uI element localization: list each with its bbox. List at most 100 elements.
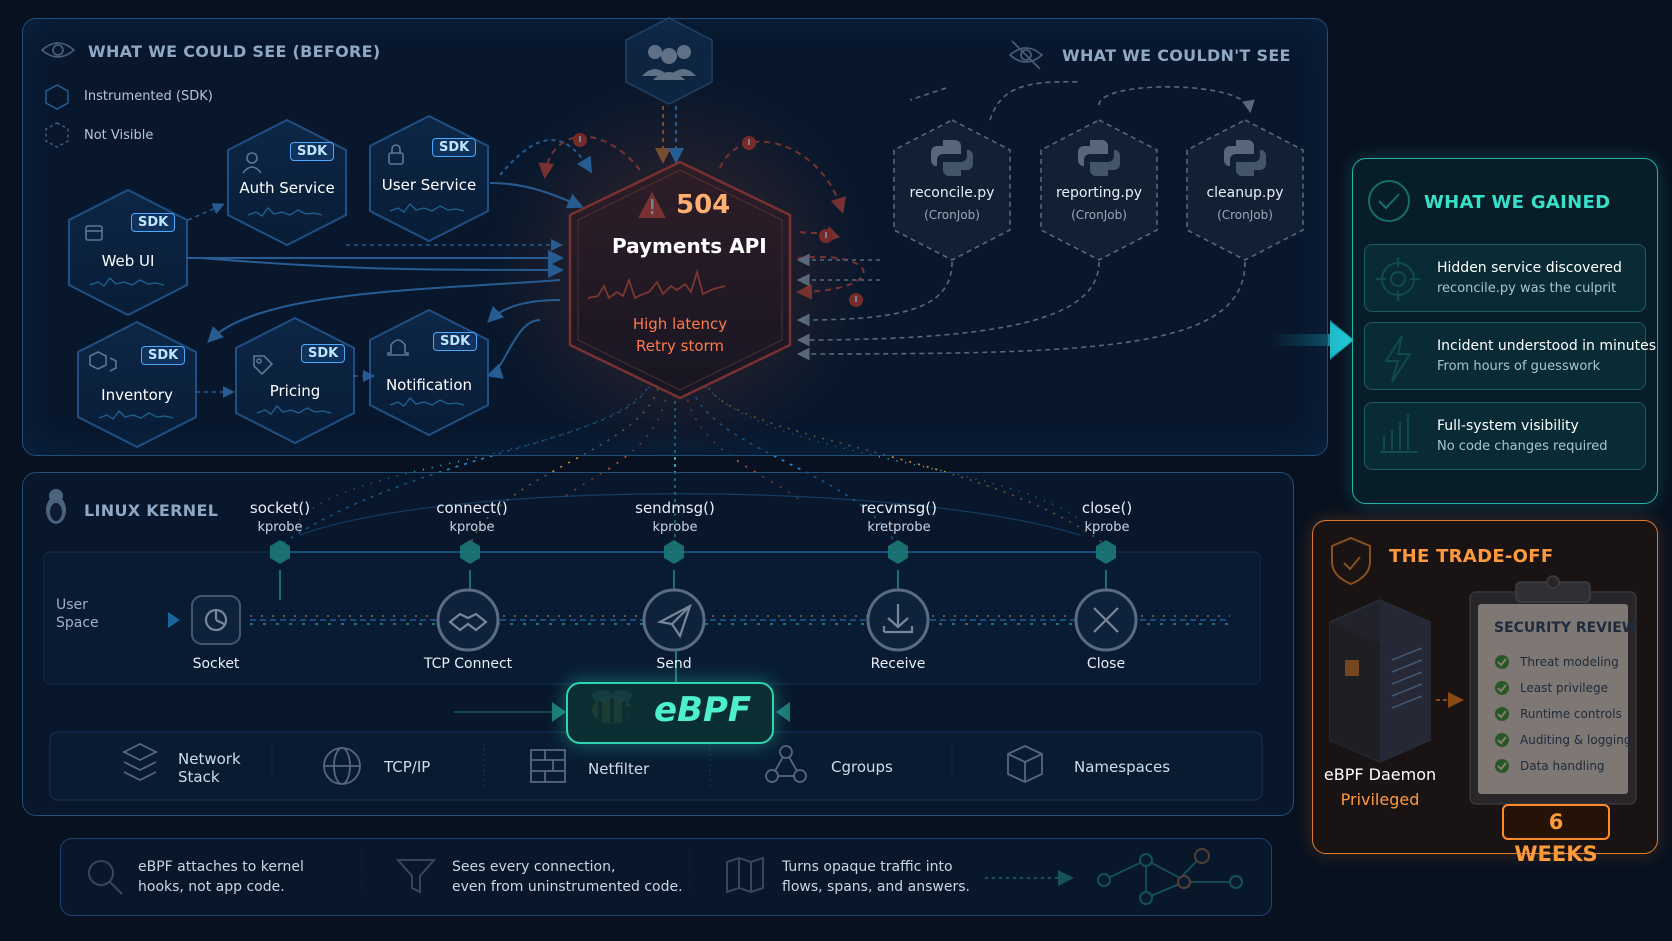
search-icon — [86, 858, 126, 898]
before-title: WHAT WE COULD SEE (BEFORE) — [88, 42, 381, 61]
summary-line1: Turns opaque traffic into — [782, 859, 953, 875]
cronjob-type: (CronJob) — [1217, 208, 1273, 222]
lightning-icon — [1384, 334, 1414, 382]
legend-not-visible: Not Visible — [84, 128, 154, 143]
boxes-icon — [88, 350, 118, 374]
sdk-badge: SDK — [141, 346, 186, 365]
daemon-label: eBPF Daemon — [1323, 765, 1437, 784]
gain-heading: Hidden service discovered — [1437, 260, 1622, 276]
stack-network: Network Stack — [178, 750, 241, 786]
review-item: Data handling — [1520, 759, 1605, 773]
cronjob-cleanup[interactable]: cleanup.py — [1206, 185, 1284, 201]
security-review-title: SECURITY REVIEW — [1494, 620, 1638, 636]
gained-title: WHAT WE GAINED — [1424, 192, 1611, 213]
probe-type: kprobe — [449, 520, 495, 535]
user-key-icon — [240, 150, 264, 174]
cronjob-reconcile[interactable]: reconcile.py — [909, 185, 995, 201]
bee-icon — [590, 690, 636, 730]
sdk-badge: SDK — [301, 344, 346, 363]
tradeoff-panel — [1312, 520, 1658, 854]
legend-instrumented: Instrumented (SDK) — [84, 89, 213, 104]
node-tcp-connect[interactable]: TCP Connect — [423, 656, 513, 672]
review-item: Threat modeling — [1520, 655, 1619, 669]
eye-off-icon — [1008, 40, 1044, 70]
service-pricing[interactable]: Pricing — [269, 382, 321, 400]
before-panel — [22, 18, 1328, 456]
warning-icon — [636, 190, 668, 220]
globe-icon — [322, 746, 362, 786]
payments-api-title[interactable]: Payments API — [612, 234, 767, 258]
ebpf-label: eBPF — [654, 690, 752, 730]
review-item: Runtime controls — [1520, 707, 1622, 721]
stack-label-line1: Network — [178, 750, 241, 768]
probe-call: sendmsg() — [635, 499, 715, 517]
service-inventory[interactable]: Inventory — [101, 386, 173, 404]
probe-type: kprobe — [257, 520, 303, 535]
probe-type: kprobe — [652, 520, 698, 535]
users-icon — [626, 18, 712, 104]
download-icon — [868, 590, 928, 650]
node-send[interactable]: Send — [656, 656, 692, 672]
probe-call: connect() — [436, 499, 508, 517]
browser-icon — [84, 222, 108, 246]
probe-type: kretprobe — [867, 520, 931, 535]
server-icon — [1330, 600, 1430, 762]
cube-icon — [1006, 744, 1044, 784]
gain-card — [1364, 322, 1646, 390]
python-icon — [1228, 140, 1264, 176]
tag-icon — [252, 354, 276, 378]
summary-bar — [60, 838, 1272, 916]
sdk-badge: SDK — [290, 142, 335, 161]
error-code: 504 — [676, 190, 731, 220]
sdk-badge: SDK — [432, 138, 477, 157]
node-receive[interactable]: Receive — [870, 656, 926, 672]
api-status-latency: High latency — [632, 315, 728, 333]
gain-subtext: reconcile.py was the culprit — [1437, 281, 1617, 296]
probe-call: socket() — [249, 499, 311, 517]
review-item: Least privilege — [1520, 681, 1609, 695]
service-notification[interactable]: Notification — [385, 376, 473, 394]
cronjob-type: (CronJob) — [924, 208, 980, 222]
summary-line2: hooks, not app code. — [138, 879, 285, 895]
service-auth[interactable]: Auth Service — [239, 179, 335, 197]
review-item: Auditing & logging — [1520, 733, 1632, 747]
node-close[interactable]: Close — [1086, 656, 1126, 672]
socket-icon — [192, 596, 240, 644]
service-web-ui[interactable]: Web UI — [101, 252, 155, 270]
sdk-badge: SDK — [433, 332, 478, 351]
kernel-panel — [22, 472, 1294, 816]
api-status-retry: Retry storm — [635, 337, 725, 355]
service-user[interactable]: User Service — [381, 176, 477, 194]
summary-line1: eBPF attaches to kernel — [138, 859, 304, 875]
summary-line1: Sees every connection, — [452, 859, 616, 875]
couldnt-see-title: WHAT WE COULDN'T SEE — [1062, 46, 1291, 65]
gain-subtext: From hours of guesswork — [1437, 359, 1601, 374]
kernel-title: LINUX KERNEL — [84, 501, 219, 520]
probe-call: close() — [1081, 499, 1133, 517]
gain-heading: Full-system visibility — [1437, 418, 1579, 434]
ebpf-badge[interactable] — [566, 682, 774, 744]
gain-card — [1364, 244, 1646, 312]
firewall-icon — [529, 748, 567, 784]
gain-heading: Incident understood in minutes — [1437, 338, 1657, 354]
cronjob-reporting[interactable]: reporting.py — [1055, 185, 1143, 201]
paper-plane-icon — [644, 590, 704, 650]
bar-chart-icon — [1378, 412, 1420, 452]
check-circle-icon — [1368, 180, 1410, 222]
probe-call: recvmsg() — [861, 499, 937, 517]
node-socket[interactable]: Socket — [192, 656, 240, 672]
sdk-badge: SDK — [131, 213, 176, 232]
user-space-label: User Space — [56, 596, 99, 632]
tradeoff-title: THE TRADE-OFF — [1389, 546, 1554, 567]
stack-namespaces: Namespaces — [1074, 758, 1171, 776]
bell-icon — [388, 340, 412, 364]
handshake-icon — [438, 590, 498, 650]
stack-label-line2: Stack — [178, 768, 220, 786]
summary-line2: even from uninstrumented code. — [452, 879, 683, 895]
shield-icon — [1332, 538, 1370, 584]
crosshair-icon — [1380, 261, 1416, 297]
daemon-privileged: Privileged — [1340, 790, 1420, 809]
python-icon — [1082, 140, 1118, 176]
linux-tux-icon — [44, 490, 70, 526]
flow-graph-icon — [1096, 850, 1246, 906]
